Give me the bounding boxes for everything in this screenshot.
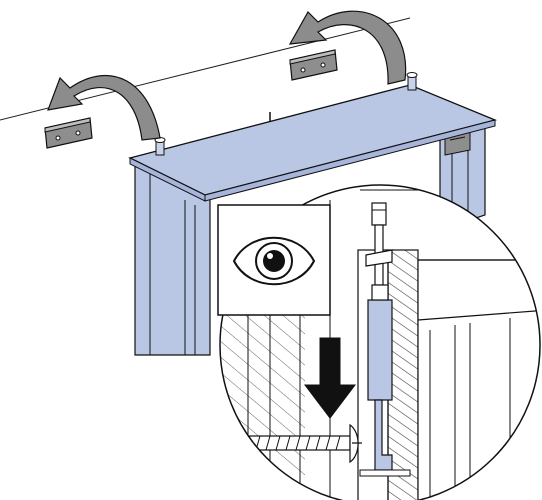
wall-clip-right (289, 49, 338, 81)
eye-inset (217, 204, 331, 316)
top-pin-left (154, 137, 166, 156)
down-arrow-icon (303, 337, 357, 419)
curved-arrow-icon (47, 74, 161, 141)
hook-bracket (359, 399, 411, 477)
eye-icon (232, 236, 316, 286)
cabinet (128, 72, 498, 356)
curved-arrow-icon (288, 10, 407, 85)
wall-clip-left (44, 117, 93, 149)
mounting-pin (365, 202, 393, 401)
top-pin-right (406, 72, 418, 91)
